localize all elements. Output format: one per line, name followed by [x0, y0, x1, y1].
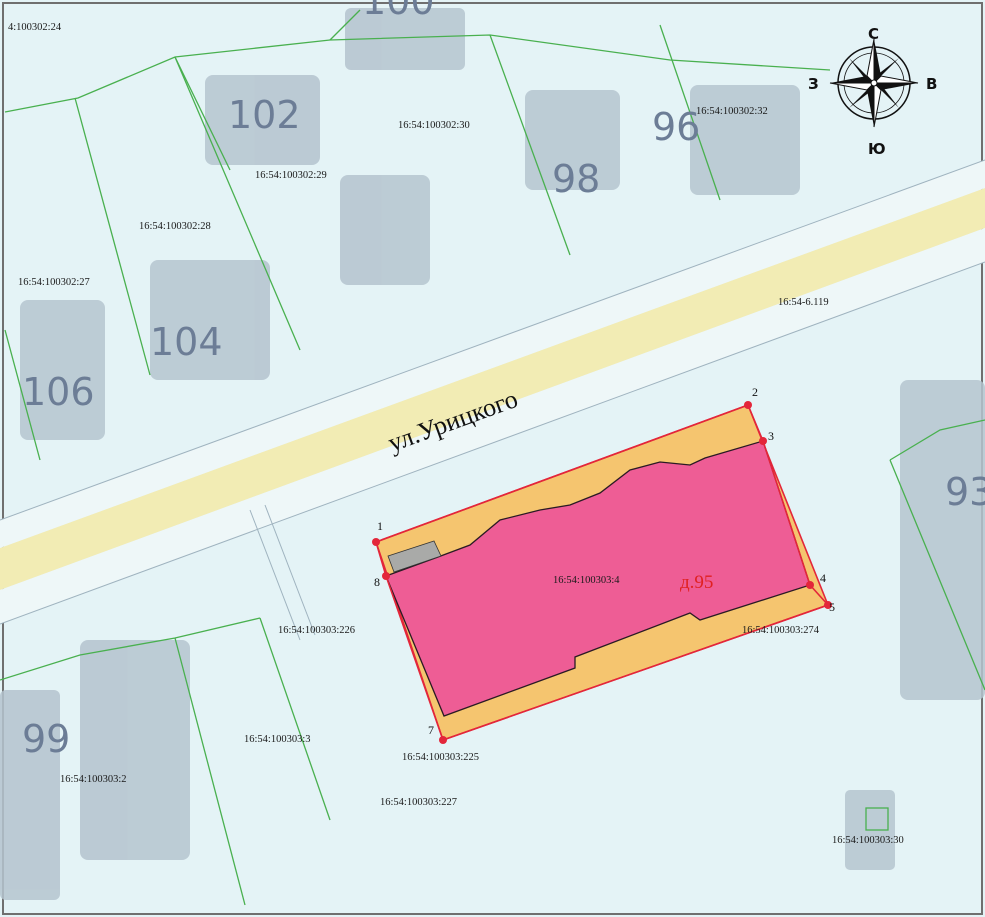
built-area: [385, 440, 811, 717]
parcel-boundaries: [0, 9, 985, 906]
parcel-label-p29: 16:54:100302:29: [255, 170, 327, 181]
point-label-3: 3: [768, 429, 774, 443]
buildings-south: [0, 380, 985, 900]
boundary-points: [372, 401, 832, 744]
parcel-label-road: 16:54-6.119: [778, 297, 829, 308]
compass-south: Ю: [868, 140, 886, 158]
buildings-north: [20, 8, 800, 440]
parcel-label-p226: 16:54:100303:226: [278, 625, 355, 636]
parcel-label-p32: 16:54:100302:32: [696, 106, 768, 117]
compass-needle-icon: [829, 38, 919, 128]
road-street-band: [0, 188, 985, 590]
compass-west: З: [808, 75, 819, 93]
compass-rose: С Ю З В: [808, 25, 937, 158]
parcel-label-p274: 16:54:100303:274: [742, 625, 820, 636]
boundary-point-3: [759, 437, 767, 445]
parcel-label-p227: 16:54:100303:227: [380, 797, 457, 808]
parcel-label-p30: 16:54:100302:30: [398, 120, 470, 131]
house-numbers: 100 102 96 98 104 106 93 99: [22, 0, 985, 761]
boundary-point-8: [382, 572, 390, 580]
house-number-96: 96: [652, 105, 700, 149]
boundary-point-7: [439, 736, 447, 744]
point-label-7: 7: [428, 723, 434, 737]
boundary-point-4: [806, 581, 814, 589]
road-light-band-upper: [0, 160, 985, 548]
parcel-label-p24: 4:100302:24: [8, 22, 62, 33]
cadastral-labels: 4:100302:24 16:54:100302:30 16:54:100302…: [8, 22, 904, 846]
road-light-band-lower: [0, 228, 985, 624]
parcel-label-p3: 16:54:100303:3: [244, 734, 311, 745]
house-number-102: 102: [228, 93, 301, 137]
parcel-label-p225: 16:54:100303:225: [402, 752, 479, 763]
point-label-8: 8: [374, 575, 380, 589]
house-number-104: 104: [150, 320, 223, 364]
subject-lot-label: д.95: [680, 572, 713, 593]
parcel-label-p27: 16:54:100302:27: [18, 277, 90, 288]
compass-east: В: [926, 75, 937, 93]
parcel-label-p30b: 16:54:100303:30: [832, 835, 904, 846]
house-number-99: 99: [22, 717, 70, 761]
point-label-5: 5: [829, 600, 835, 614]
boundary-point-5: [824, 601, 832, 609]
boundary-point-2: [744, 401, 752, 409]
parcel-label-subject: 16:54:100303:4: [553, 575, 620, 586]
point-label-1: 1: [377, 519, 383, 533]
parcel-label-p28: 16:54:100302:28: [139, 221, 211, 232]
house-number-100: 100: [362, 0, 435, 23]
house-number-98: 98: [552, 157, 600, 201]
house-number-106: 106: [22, 370, 95, 414]
point-label-2: 2: [752, 385, 758, 399]
road-edges: [0, 159, 985, 641]
compass-north: С: [868, 25, 879, 43]
parcel-label-p2: 16:54:100303:2: [60, 774, 127, 785]
point-label-4: 4: [820, 571, 826, 585]
shed: [387, 540, 442, 573]
boundary-point-1: [372, 538, 380, 546]
house-number-93: 93: [945, 470, 985, 514]
boundary-point-labels: 1 2 3 4 5 7 8: [374, 385, 835, 737]
subject-boundary: [375, 403, 830, 742]
